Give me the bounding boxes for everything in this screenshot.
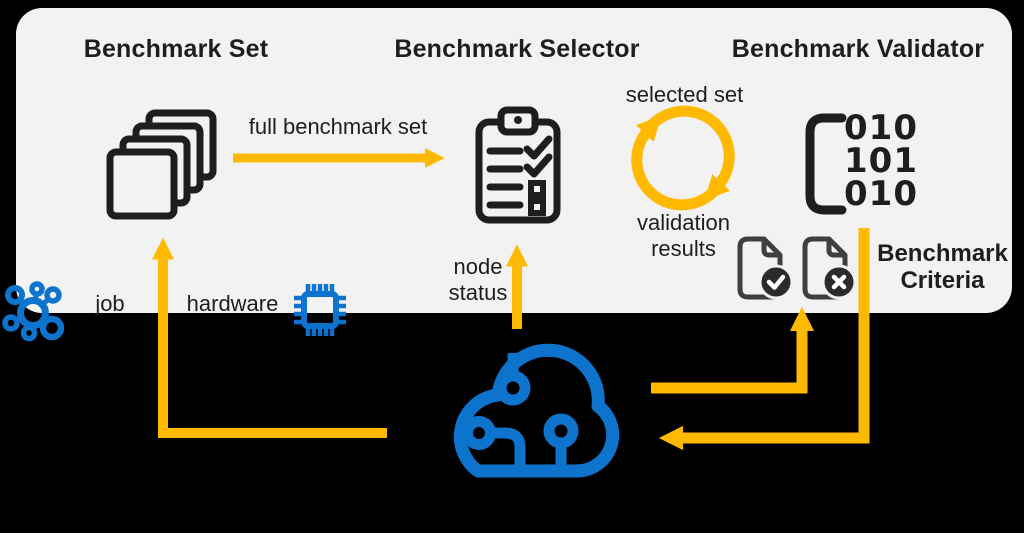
arrow-job-hardware-to-benchmark-set xyxy=(151,237,387,438)
benchmark-selector-title: Benchmark Selector xyxy=(394,35,640,63)
full-benchmark-set-label: full benchmark set xyxy=(248,114,428,139)
job-label: job xyxy=(95,291,125,316)
binary-row: 010 xyxy=(844,108,918,148)
binary-row: 010 xyxy=(844,174,918,214)
sync-cycle-icon-arc-bottom xyxy=(631,115,728,211)
benchmark-validator-title: Benchmark Validator xyxy=(731,35,985,63)
benchmark-criteria-label: Benchmark Criteria xyxy=(877,240,1008,294)
binary-code-icon-bracket xyxy=(805,113,847,215)
binary-row: 101 xyxy=(844,141,918,181)
stacked-squares-icon xyxy=(106,109,217,220)
sync-cycle-icon-arc-top xyxy=(638,105,735,201)
document-x-icon xyxy=(802,236,857,300)
validation-results-label: validation results xyxy=(637,210,730,261)
arrow-validator-to-cloud xyxy=(658,228,870,451)
arrow-cloud-to-result-docs xyxy=(651,306,815,394)
binary-code-icon-digits: 010 101 010 xyxy=(844,108,924,214)
document-check-icon xyxy=(737,236,794,300)
node-status-label: node status xyxy=(448,254,508,305)
hardware-label: hardware xyxy=(186,291,279,316)
circuit-cloud-icon xyxy=(453,343,620,478)
clipboard-checklist-icon xyxy=(475,106,561,224)
benchmark-set-title: Benchmark Set xyxy=(83,35,269,63)
chip-icon xyxy=(294,284,346,336)
molecule-icon xyxy=(2,281,65,342)
selected-set-label: selected set xyxy=(625,82,744,107)
